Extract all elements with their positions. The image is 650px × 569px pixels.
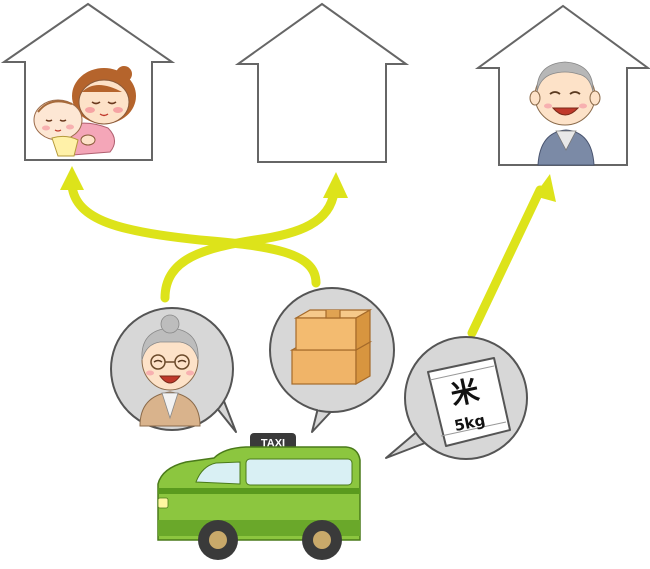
rice-kanji: 米 bbox=[448, 374, 482, 412]
mother-baby-icon bbox=[33, 66, 136, 157]
cardboard-boxes-icon bbox=[289, 308, 373, 386]
taxi: TAXI bbox=[157, 433, 361, 560]
arrow-parcel-to-house-middle bbox=[67, 181, 321, 288]
arrowheads bbox=[60, 166, 556, 202]
elderly-woman-icon bbox=[139, 314, 201, 427]
rice-bag-icon: 米 5kg bbox=[427, 357, 511, 447]
arrow-passenger-to-house-left bbox=[160, 187, 339, 303]
house-middle bbox=[234, 2, 410, 163]
arrow-rice-to-house-right bbox=[467, 185, 545, 338]
arrowhead-left bbox=[60, 166, 84, 190]
elderly-man-icon bbox=[529, 61, 601, 166]
arrowhead-right bbox=[534, 174, 556, 202]
arrowhead-middle bbox=[323, 172, 348, 198]
delivery-arrows bbox=[67, 181, 545, 338]
